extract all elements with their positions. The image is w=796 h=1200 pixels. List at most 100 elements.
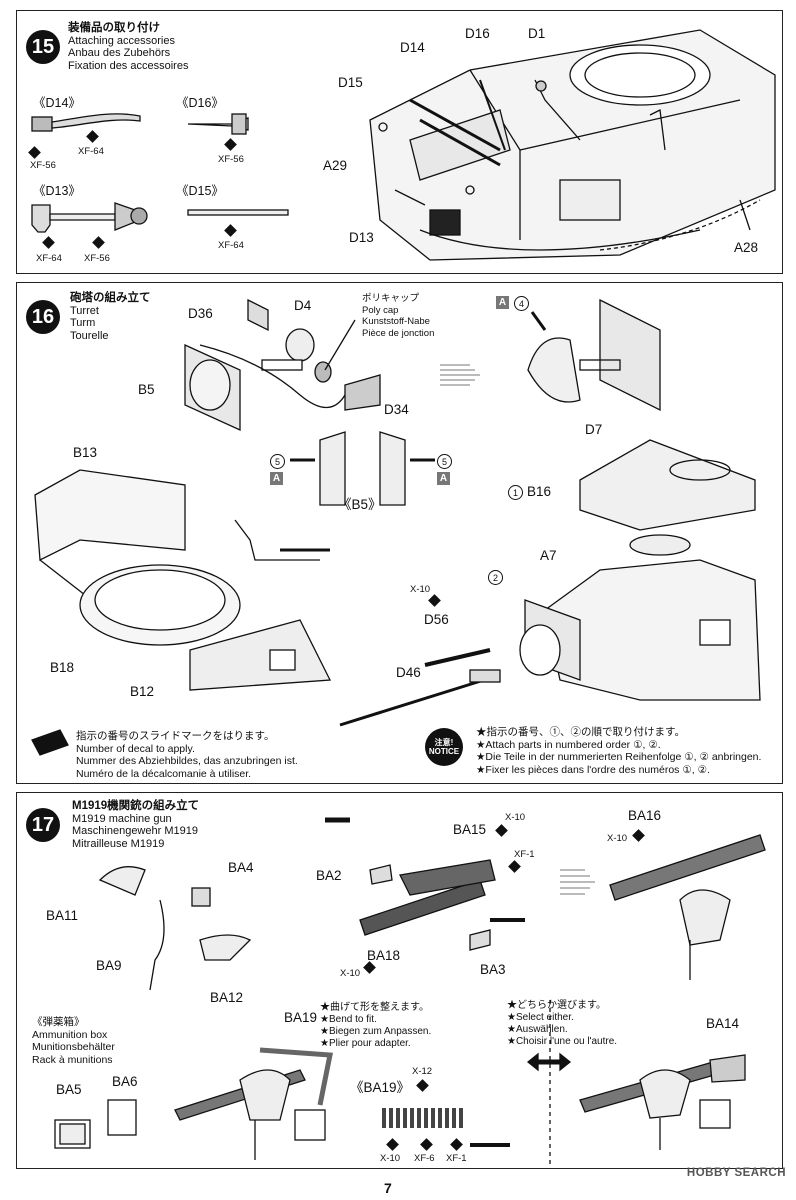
- step-15-number: 15: [26, 30, 60, 64]
- step-16-title-en: Turret: [70, 304, 99, 317]
- bend-note-de: ★Biegen zum Anpassen.: [320, 1026, 432, 1037]
- decal-badge-a: A: [270, 472, 283, 485]
- ammo-box-heading: 《弾薬箱》 Ammunition box Munitionsbehälter R…: [32, 1016, 115, 1066]
- label-d34: D34: [384, 402, 409, 417]
- step-17-title-de: Maschinengewehr M1919: [72, 825, 198, 837]
- notice-en: NOTICE: [428, 747, 460, 756]
- polycap-fr: Pièce de jonction: [362, 327, 435, 339]
- ammo-box-jp: 《弾薬箱》: [32, 1016, 85, 1028]
- label-b5: B5: [138, 382, 155, 397]
- label-d14: D14: [400, 40, 425, 55]
- paint-xf64: XF-64: [218, 240, 244, 251]
- label-a29: A29: [323, 158, 348, 173]
- label-d1: D1: [528, 26, 546, 41]
- decal-instruction-fr: Numéro de la décalcomanie à utiliser.: [76, 767, 252, 780]
- label-ba3: BA3: [480, 962, 506, 977]
- select-note-en: ★Select either.: [507, 1012, 574, 1023]
- bend-note: ★曲げて形を整えます。 ★Bend to fit. ★Biegen zum An…: [320, 1002, 431, 1050]
- ammo-box-de: Munitionsbehälter: [32, 1041, 115, 1053]
- watermark-text: HOBBY SEARCH: [686, 1167, 786, 1179]
- paint-xf56: XF-56: [218, 154, 244, 165]
- step-16-title-de: Turm: [70, 317, 96, 329]
- polycap-label: ポリキャップ Poly cap Kunststoff-Nabe Pièce de…: [362, 293, 434, 339]
- step-15-title-jp: 装備品の取り付け: [68, 22, 160, 34]
- label-ba16: BA16: [628, 808, 662, 823]
- decal-badge-a: A: [437, 472, 450, 485]
- label-b18: B18: [50, 660, 75, 675]
- paint-dot-icon: [416, 1079, 429, 1092]
- paint-xf56: XF-56: [84, 253, 110, 264]
- bend-note-en: ★Bend to fit.: [320, 1014, 377, 1025]
- order-number-1: 1: [508, 485, 523, 500]
- notice-jp: 注意!: [434, 738, 454, 747]
- decal-instruction-de: Nummer des Abziehbildes, das anzubringen…: [76, 755, 298, 767]
- label-b12: B12: [130, 684, 155, 699]
- select-note: ★どちらか選びます。 ★Select either. ★Auswählen. ★…: [507, 1000, 617, 1048]
- step-16-title-jp: 砲塔の組み立て: [70, 292, 151, 304]
- step-15-title: 装備品の取り付け Attaching accessories Anbau des…: [68, 22, 188, 72]
- label-ba19: BA19: [284, 1010, 318, 1025]
- sub-label-d16: 《D16》: [176, 96, 224, 110]
- paint-callout: [450, 1138, 463, 1152]
- paint-dot-icon: [495, 824, 508, 837]
- label-b13: B13: [73, 445, 98, 460]
- label-d36: D36: [188, 306, 213, 321]
- polycap-jp: ポリキャップ: [362, 293, 420, 304]
- paint-xf64: XF-64: [36, 253, 62, 264]
- decal-number-4: 4: [514, 296, 529, 311]
- step-17-title-fr: Mitrailleuse M1919: [72, 837, 165, 850]
- decal-instruction-en: Number of decal to apply.: [76, 742, 195, 755]
- paint-dot-icon: [420, 1138, 433, 1151]
- label-d15: D15: [338, 75, 363, 90]
- select-note-jp: ★どちらか選びます。: [507, 1000, 606, 1011]
- order-number-2: 2: [488, 570, 503, 585]
- label-ba18: BA18: [367, 948, 401, 963]
- label-ba12: BA12: [210, 990, 244, 1005]
- paint-xf1: XF-1: [514, 849, 535, 860]
- ammo-box-en: Ammunition box: [32, 1028, 108, 1041]
- label-d4: D4: [294, 298, 312, 313]
- paint-x12: X-12: [412, 1066, 433, 1077]
- label-ba5: BA5: [56, 1082, 82, 1097]
- paint-callout: [386, 1138, 399, 1152]
- order-instruction: ★指示の番号、①、②の順で取り付けます。 ★Attach parts in nu…: [476, 726, 761, 776]
- paint-callout: [416, 1079, 429, 1093]
- paint-xf64: XF-64: [78, 146, 104, 157]
- step-15-title-de: Anbau des Zubehörs: [68, 47, 171, 59]
- sub-label-ba19: 《BA19》: [350, 1080, 411, 1095]
- step-17-number: 17: [26, 808, 60, 842]
- step-17-title: M1919機関銃の組み立て M1919 machine gun Maschine…: [72, 800, 199, 850]
- paint-x10: X-10: [340, 968, 361, 979]
- paint-dot-icon: [632, 829, 645, 842]
- label-ba11: BA11: [46, 908, 79, 923]
- paint-callout: [632, 829, 645, 843]
- sub-label-d13: 《D13》: [33, 184, 81, 198]
- decal-number-5: 5: [437, 454, 452, 469]
- select-note-de: ★Auswählen.: [507, 1024, 568, 1035]
- paint-xf6: XF-6: [414, 1153, 435, 1164]
- paint-callout: [420, 1138, 433, 1152]
- step-16-title: 砲塔の組み立て Turret Turm Tourelle: [70, 292, 151, 342]
- label-ba14: BA14: [706, 1016, 740, 1031]
- label-d46: D46: [396, 665, 421, 680]
- label-d13: D13: [349, 230, 374, 245]
- polycap-en: Poly cap: [362, 304, 399, 316]
- bend-note-jp: ★曲げて形を整えます。: [320, 1002, 429, 1013]
- label-d56: D56: [424, 612, 449, 627]
- polycap-de: Kunststoff-Nabe: [362, 316, 430, 327]
- paint-x10: X-10: [410, 584, 431, 595]
- page-number: 7: [384, 1180, 392, 1196]
- paint-xf1: XF-1: [446, 1153, 467, 1164]
- bend-note-fr: ★Plier pour adapter.: [320, 1038, 411, 1049]
- step-15-title-fr: Fixation des accessoires: [68, 59, 189, 72]
- label-a28: A28: [734, 240, 759, 255]
- paint-xf56: XF-56: [30, 160, 56, 171]
- sub-label-b5: 《B5》: [338, 497, 382, 512]
- paint-dot-icon: [386, 1138, 399, 1151]
- decal-instruction-jp: 指示の番号のスライドマークをはります。: [76, 730, 275, 742]
- paint-dot-icon: [450, 1138, 463, 1151]
- paint-callout: [363, 961, 376, 975]
- step-17-title-jp: M1919機関銃の組み立て: [72, 800, 200, 812]
